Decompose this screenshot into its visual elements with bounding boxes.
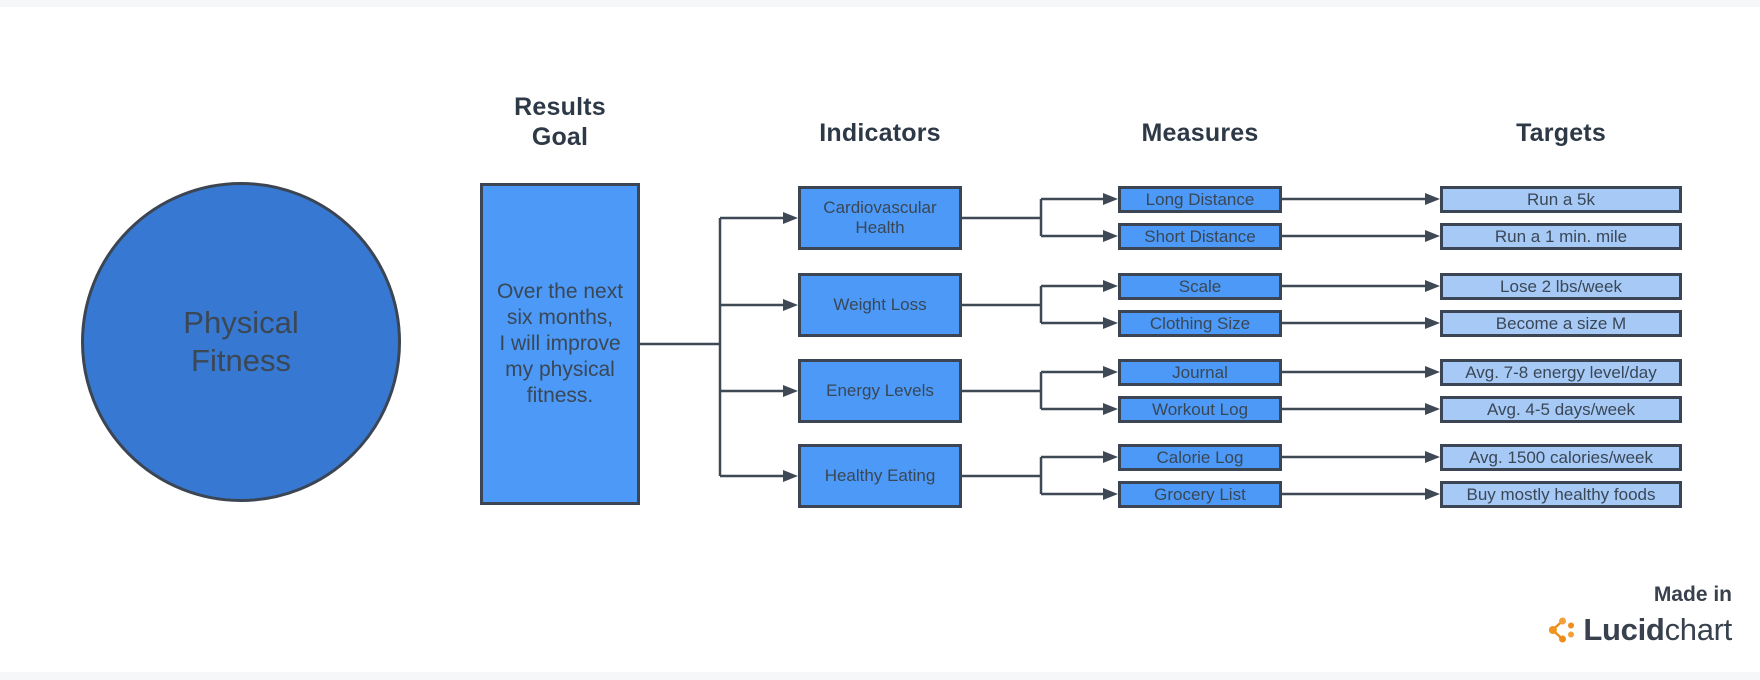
measure-label: Long Distance xyxy=(1145,189,1255,209)
made-in-label: Made in xyxy=(1653,583,1732,606)
measure-node-scale: Scale xyxy=(1118,273,1282,300)
page-edge-top xyxy=(0,0,1760,7)
wordmark-lucid: Lucid xyxy=(1583,612,1665,647)
indicator-label: Energy Levels xyxy=(826,381,934,400)
indicator-node-energy-levels: Energy Levels xyxy=(798,359,962,423)
target-node-become-size-m: Become a size M xyxy=(1440,310,1682,337)
measure-node-calorie-log: Calorie Log xyxy=(1118,444,1282,471)
measure-node-short-distance: Short Distance xyxy=(1118,223,1282,250)
wordmark-chart: chart xyxy=(1664,612,1733,647)
lucid-mark-icon xyxy=(1549,617,1575,643)
measure-label: Clothing Size xyxy=(1149,313,1251,333)
target-label: Run a 1 min. mile xyxy=(1494,226,1628,246)
lucidchart-logo-link[interactable]: Lucidchart xyxy=(1548,612,1732,648)
target-node-run-1-min-mile: Run a 1 min. mile xyxy=(1440,223,1682,250)
target-node-energy-level-day: Avg. 7-8 energy level/day xyxy=(1440,359,1682,386)
indicator-node-healthy-eating: Healthy Eating xyxy=(798,444,962,508)
measure-label: Scale xyxy=(1178,276,1222,296)
target-node-days-week: Avg. 4-5 days/week xyxy=(1440,396,1682,423)
measure-label: Calorie Log xyxy=(1156,447,1244,467)
measure-node-journal: Journal xyxy=(1118,359,1282,386)
target-label: Lose 2 lbs/week xyxy=(1500,276,1622,296)
lucidchart-wordmark: Lucidchart xyxy=(1583,612,1732,648)
target-label: Avg. 4-5 days/week xyxy=(1486,399,1636,419)
lucidchart-branding: Made in Lucidchart xyxy=(1548,583,1732,648)
indicator-label: Cardiovascular Health xyxy=(823,198,937,237)
target-label: Become a size M xyxy=(1495,313,1627,333)
results-goal-header: Results Goal xyxy=(514,93,606,151)
measure-node-grocery-list: Grocery List xyxy=(1118,481,1282,508)
target-label: Run a 5k xyxy=(1526,189,1596,209)
indicator-node-weight-loss: Weight Loss xyxy=(798,273,962,337)
target-label: Avg. 7-8 energy level/day xyxy=(1465,362,1657,382)
indicator-label: Weight Loss xyxy=(833,295,927,314)
target-label: Avg. 1500 calories/week xyxy=(1469,447,1653,467)
measure-label: Grocery List xyxy=(1154,484,1246,504)
target-node-healthy-foods: Buy mostly healthy foods xyxy=(1440,481,1682,508)
measure-label: Short Distance xyxy=(1144,226,1256,246)
targets-header: Targets xyxy=(1516,119,1606,147)
measure-node-workout-log: Workout Log xyxy=(1118,396,1282,423)
indicator-label: Healthy Eating xyxy=(824,466,936,485)
results-goal-text: Over the next six months, I will improve… xyxy=(496,280,624,407)
results-goal-node: Over the next six months, I will improve… xyxy=(480,183,640,505)
measure-label: Workout Log xyxy=(1151,399,1249,419)
target-node-run-a-5k: Run a 5k xyxy=(1440,186,1682,213)
focus-circle-label: Physical Fitness xyxy=(183,305,299,378)
target-label: Buy mostly healthy foods xyxy=(1466,484,1656,504)
measures-header: Measures xyxy=(1141,119,1259,147)
target-node-calories-week: Avg. 1500 calories/week xyxy=(1440,444,1682,471)
indicator-node-cardiovascular-health: Cardiovascular Health xyxy=(798,186,962,250)
measure-label: Journal xyxy=(1172,362,1228,382)
page-edge-bottom xyxy=(0,672,1760,680)
indicators-header: Indicators xyxy=(819,119,941,147)
focus-circle-node: Physical Fitness xyxy=(81,182,401,502)
measure-node-clothing-size: Clothing Size xyxy=(1118,310,1282,337)
measure-node-long-distance: Long Distance xyxy=(1118,186,1282,213)
target-node-lose-2-lbs-week: Lose 2 lbs/week xyxy=(1440,273,1682,300)
